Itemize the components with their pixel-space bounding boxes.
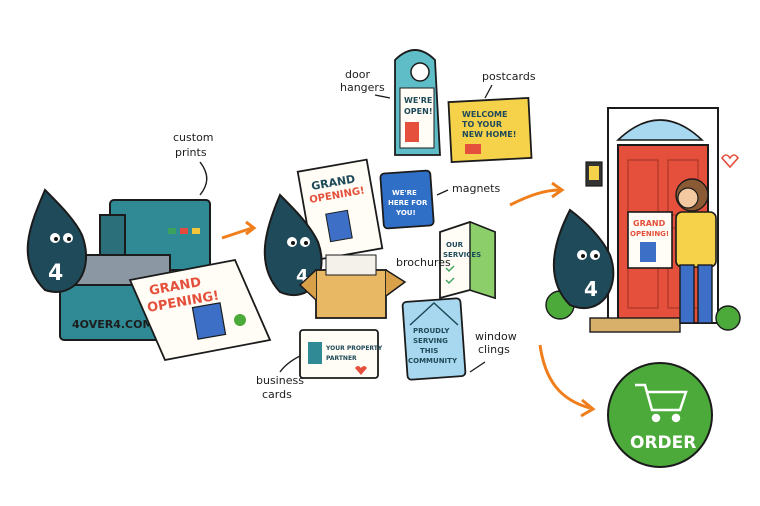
customer (675, 178, 717, 324)
magnet-text-2: HERE FOR (388, 199, 428, 207)
brochure-text-1: OUR (446, 241, 464, 249)
label-magnets: magnets (452, 182, 500, 195)
mascot3-number: 4 (584, 277, 598, 301)
brochure: OUR SERVICES (439, 220, 496, 300)
held-poster: GRAND OPENING! (627, 211, 673, 269)
cling-text-3: THIS (420, 347, 438, 355)
cling-text-1: PROUDLY (413, 327, 450, 335)
held-poster-text-2: OPENING! (630, 230, 669, 238)
biz-text-1: YOUR PROPERTY (325, 345, 383, 352)
postcard-text-1: WELCOME (462, 110, 507, 119)
shopping-cart-icon (635, 383, 688, 423)
door-hanger-text-2: OPEN! (404, 107, 432, 116)
label-custom: custom (173, 131, 214, 144)
order-button[interactable]: ORDER (607, 362, 713, 468)
magnet-text-1: WE'RE (392, 189, 417, 197)
cardboard-box (298, 254, 407, 319)
mascot-delivery: 4 (552, 208, 615, 310)
label-prints: prints (175, 146, 207, 159)
printer-brand-text: 4OVER4.COM (72, 318, 153, 331)
label-hangers: hangers (340, 81, 385, 94)
business-card: YOUR PROPERTY PARTNER (299, 329, 383, 379)
magnet-text-3: YOU! (395, 209, 416, 217)
postcard-text-2: TO YOUR (462, 120, 502, 129)
label-clings: clings (478, 343, 510, 356)
door-hanger: WE'RE OPEN! (394, 49, 441, 156)
wall-lamp (585, 161, 603, 187)
door-hanger-text-1: WE'RE (404, 96, 432, 105)
brochure-text-2: SERVICES (443, 251, 481, 259)
grand-opening-poster: GRAND OPENING! (296, 158, 384, 262)
grand-opening-sheet: GRAND OPENING! (128, 258, 272, 362)
cling-text-4: COMMUNITY (408, 357, 458, 365)
heart-icon (720, 154, 740, 169)
held-poster-text-1: GRAND (633, 219, 666, 228)
arrow-to-order (538, 344, 591, 410)
postcard: WELCOME TO YOUR NEW HOME! (447, 97, 533, 163)
label-window: window (475, 330, 517, 343)
window-cling: PROUDLY SERVING THIS COMMUNITY (401, 297, 467, 381)
arrow-orange (221, 226, 253, 240)
mascot-number: 4 (48, 261, 63, 286)
label-postcards: postcards (482, 70, 536, 83)
label-brochures: brochures (396, 256, 451, 269)
biz-text-2: PARTNER (326, 355, 357, 362)
label-door: door (345, 68, 370, 81)
magnet: WE'RE HERE FOR YOU! (379, 169, 435, 230)
label-business: business (256, 374, 304, 387)
cling-text-2: SERVING (413, 337, 448, 345)
label-cards: cards (262, 388, 292, 401)
order-button-label: ORDER (630, 433, 696, 453)
arrow-to-door (509, 188, 561, 207)
mascot-printer: 4 (26, 188, 87, 293)
postcard-text-3: NEW HOME! (462, 130, 516, 139)
